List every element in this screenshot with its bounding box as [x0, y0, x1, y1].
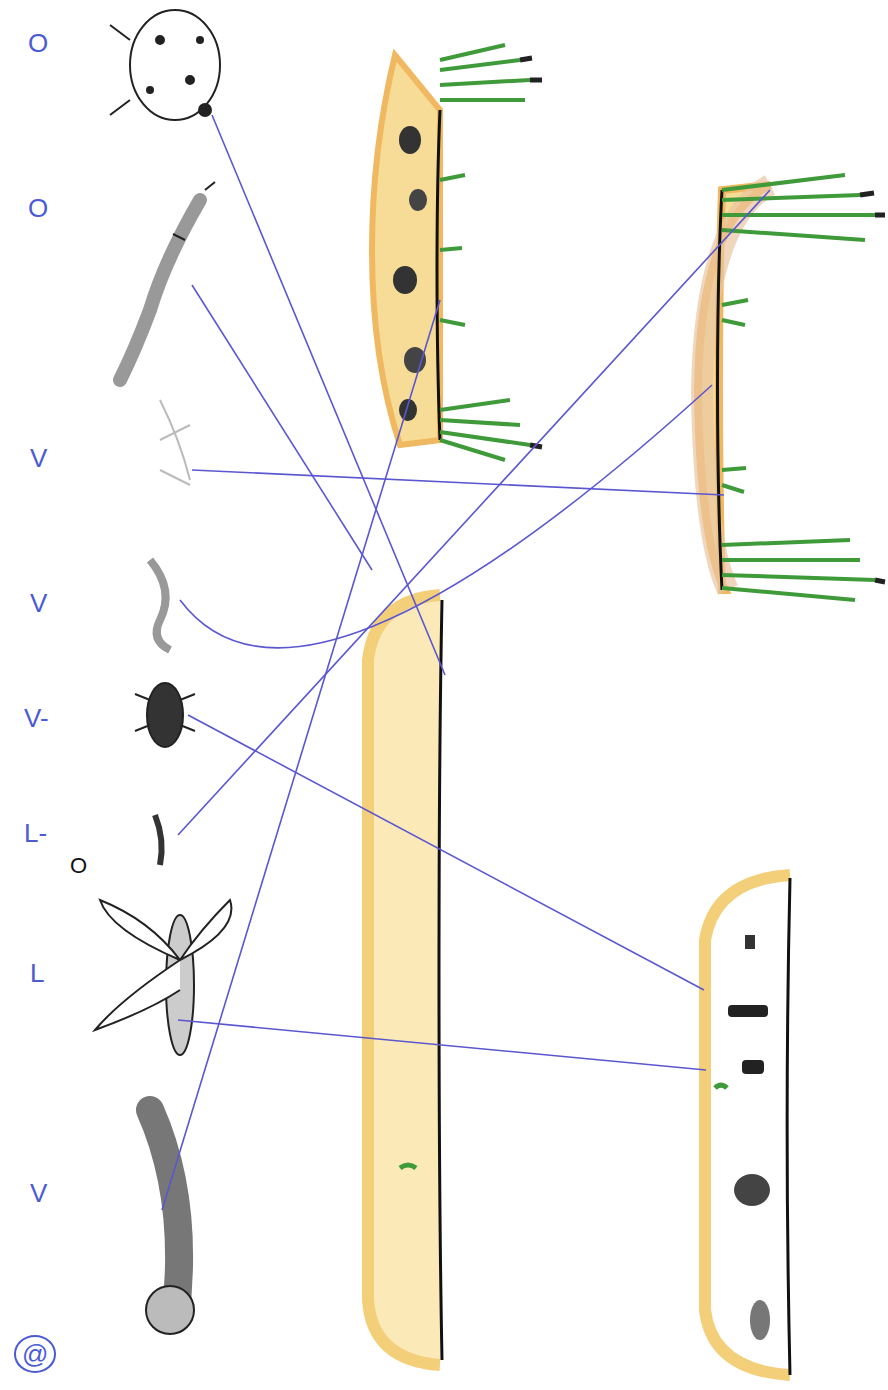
handwritten-mark: O — [70, 855, 87, 877]
handwritten-mark: O — [28, 195, 48, 221]
handwritten-mark: L — [30, 960, 44, 986]
handwritten-mark: L- — [24, 820, 47, 846]
handwritten-mark: V- — [24, 705, 49, 731]
handwritten-mark: V — [30, 1180, 47, 1206]
handwritten-mark: V — [30, 590, 47, 616]
matching-lines — [162, 115, 770, 1210]
handwritten-mark: V — [30, 445, 47, 471]
animal-sketches — [95, 10, 231, 1334]
circled-mark: @ — [14, 1335, 56, 1373]
handwritten-mark: O — [28, 30, 48, 56]
pond-reeds-stones — [372, 45, 542, 460]
pond-bare — [368, 595, 442, 1365]
pond-stones-fish — [705, 875, 790, 1375]
